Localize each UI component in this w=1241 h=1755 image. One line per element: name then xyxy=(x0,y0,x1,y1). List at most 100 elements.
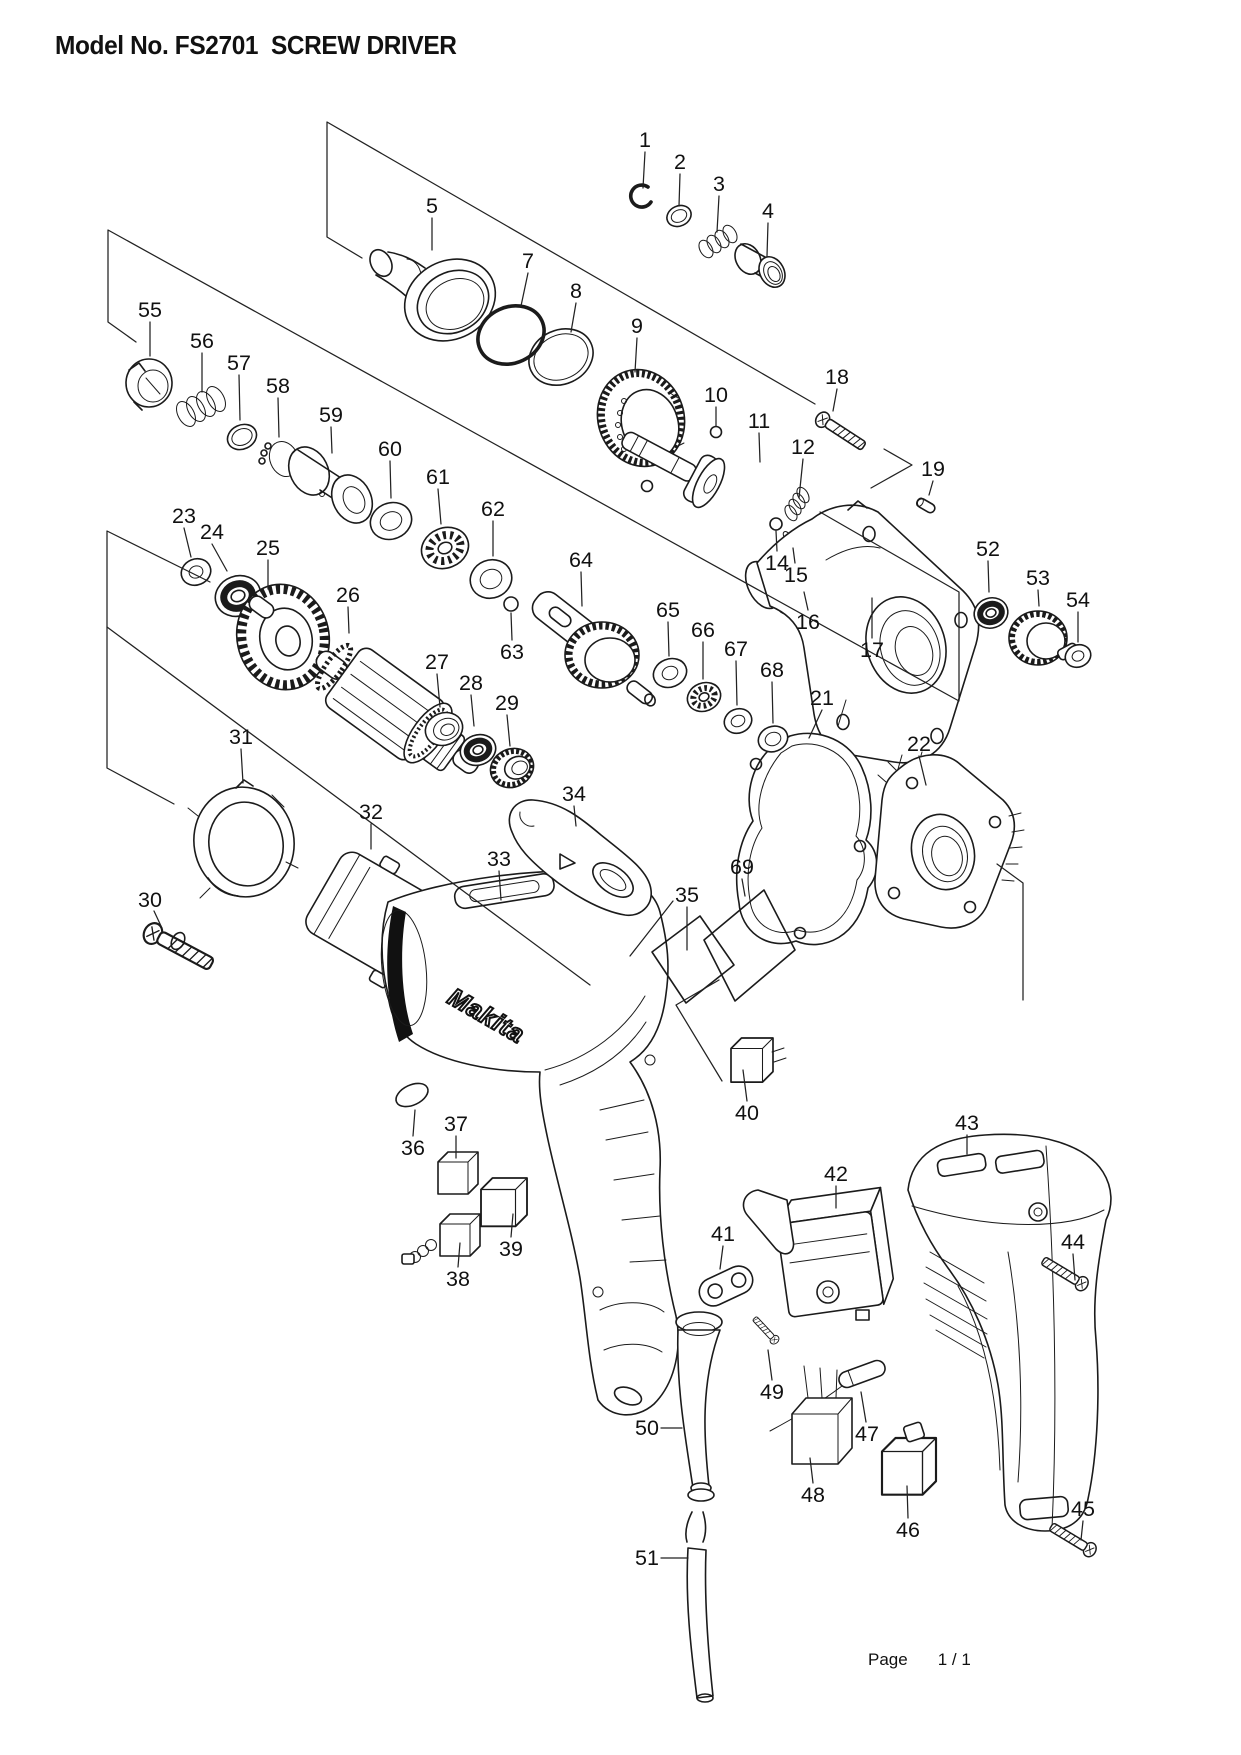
part-number-65: 65 xyxy=(656,598,680,622)
part-number-43: 43 xyxy=(955,1111,979,1135)
part-number-28: 28 xyxy=(459,671,483,695)
part-19-drawing xyxy=(915,497,936,514)
part-number-36: 36 xyxy=(401,1136,425,1160)
part-number-33: 33 xyxy=(487,847,511,871)
part-number-3: 3 xyxy=(713,172,725,196)
part-number-42: 42 xyxy=(824,1162,848,1186)
leader-part-47 xyxy=(860,1391,867,1423)
part-8-drawing xyxy=(528,328,594,386)
group-bracket-4 xyxy=(106,530,211,805)
part-number-59: 59 xyxy=(319,403,343,427)
part-number-25: 25 xyxy=(256,536,280,560)
leader-part-34 xyxy=(573,805,577,827)
part-39-drawing xyxy=(480,1177,528,1228)
part-number-17: 17 xyxy=(860,638,884,662)
part-number-19: 19 xyxy=(921,457,945,481)
part-number-5: 5 xyxy=(426,194,438,218)
leader-part-36 xyxy=(412,1109,416,1137)
callout-layer: 1234578910111214151617181921222324252627… xyxy=(106,121,1095,1570)
leader-part-64 xyxy=(580,571,583,607)
leader-part-22 xyxy=(918,755,927,786)
part-number-30: 30 xyxy=(138,888,162,912)
part-number-11: 11 xyxy=(748,409,770,433)
part-61-drawing xyxy=(420,526,470,570)
part-12-drawing xyxy=(784,486,810,522)
page-label: Page xyxy=(868,1650,908,1669)
part-number-14: 14 xyxy=(765,551,789,575)
leader-part-68 xyxy=(771,681,774,724)
part-28-drawing xyxy=(459,733,497,767)
part-number-66: 66 xyxy=(691,618,715,642)
part-25-drawing xyxy=(235,583,331,691)
part-number-39: 39 xyxy=(499,1237,523,1261)
part-41-drawing xyxy=(698,1265,754,1307)
leader-part-11 xyxy=(758,432,761,463)
leader-part-39 xyxy=(510,1213,514,1238)
group-bracket-3 xyxy=(107,229,960,702)
part-26-drawing xyxy=(314,642,480,774)
part-number-2: 2 xyxy=(674,150,686,174)
group-bracket-6 xyxy=(675,979,723,1082)
part-number-10: 10 xyxy=(704,383,728,407)
leader-part-49 xyxy=(767,1349,773,1381)
part-number-54: 54 xyxy=(1066,588,1090,612)
part-57-drawing xyxy=(226,423,258,451)
part-69-drawing xyxy=(703,889,796,1002)
part-number-23: 23 xyxy=(172,504,196,528)
part-number-67: 67 xyxy=(724,637,748,661)
leader-part-26 xyxy=(347,606,350,634)
leader-part-12 xyxy=(798,458,804,499)
leader-part-65 xyxy=(667,621,670,657)
part-number-62: 62 xyxy=(481,497,505,521)
part-number-55: 55 xyxy=(138,298,162,322)
part-number-64: 64 xyxy=(569,548,593,572)
part-number-57: 57 xyxy=(227,351,251,375)
part-36-drawing xyxy=(395,1082,429,1108)
leader-part-31 xyxy=(240,748,244,784)
part-65-drawing xyxy=(652,657,688,689)
part-45-drawing xyxy=(1046,1519,1100,1560)
part-number-48: 48 xyxy=(801,1483,825,1507)
leader-part-63 xyxy=(510,612,513,641)
leader-part-15 xyxy=(792,547,796,564)
part-number-37: 37 xyxy=(444,1112,468,1136)
part-number-58: 58 xyxy=(266,374,290,398)
leader-part-4 xyxy=(766,222,769,257)
part-number-63: 63 xyxy=(500,640,524,664)
part-48-drawing xyxy=(791,1365,853,1465)
part-1-drawing xyxy=(628,183,653,209)
leader-part-44 xyxy=(1072,1253,1076,1281)
leader-part-30 xyxy=(153,910,162,927)
part-number-56: 56 xyxy=(190,329,214,353)
group-bracket-8 xyxy=(996,863,1024,1001)
part-42-drawing xyxy=(742,1186,895,1321)
part-number-38: 38 xyxy=(446,1267,470,1291)
part-3-drawing xyxy=(698,224,738,259)
part-51-drawing xyxy=(685,1511,714,1703)
part-number-9: 9 xyxy=(631,314,643,338)
page-footer: Page 1 / 1 xyxy=(868,1650,971,1670)
part-number-52: 52 xyxy=(976,537,1000,561)
group-bracket-2 xyxy=(870,448,913,489)
leader-part-27 xyxy=(436,673,441,708)
part-11-drawing xyxy=(621,431,726,509)
part-number-31: 31 xyxy=(229,725,253,749)
part-5-drawing xyxy=(369,248,497,342)
part-21-drawing xyxy=(735,732,878,946)
part-number-27: 27 xyxy=(425,650,449,674)
page-number: 1 / 1 xyxy=(937,1650,971,1669)
group-bracket-7 xyxy=(629,900,674,957)
part-38-drawing xyxy=(401,1213,481,1265)
part-number-60: 60 xyxy=(378,437,402,461)
part-14-drawing xyxy=(769,517,783,531)
part-number-24: 24 xyxy=(200,520,224,544)
part-number-47: 47 xyxy=(855,1422,879,1446)
part-40-drawing xyxy=(730,1037,787,1083)
part-31-drawing xyxy=(187,779,299,899)
leader-part-7 xyxy=(520,272,529,307)
leader-part-23 xyxy=(183,527,192,558)
leader-part-33 xyxy=(498,870,502,901)
leader-part-9 xyxy=(634,337,638,373)
leader-part-3 xyxy=(716,195,720,233)
